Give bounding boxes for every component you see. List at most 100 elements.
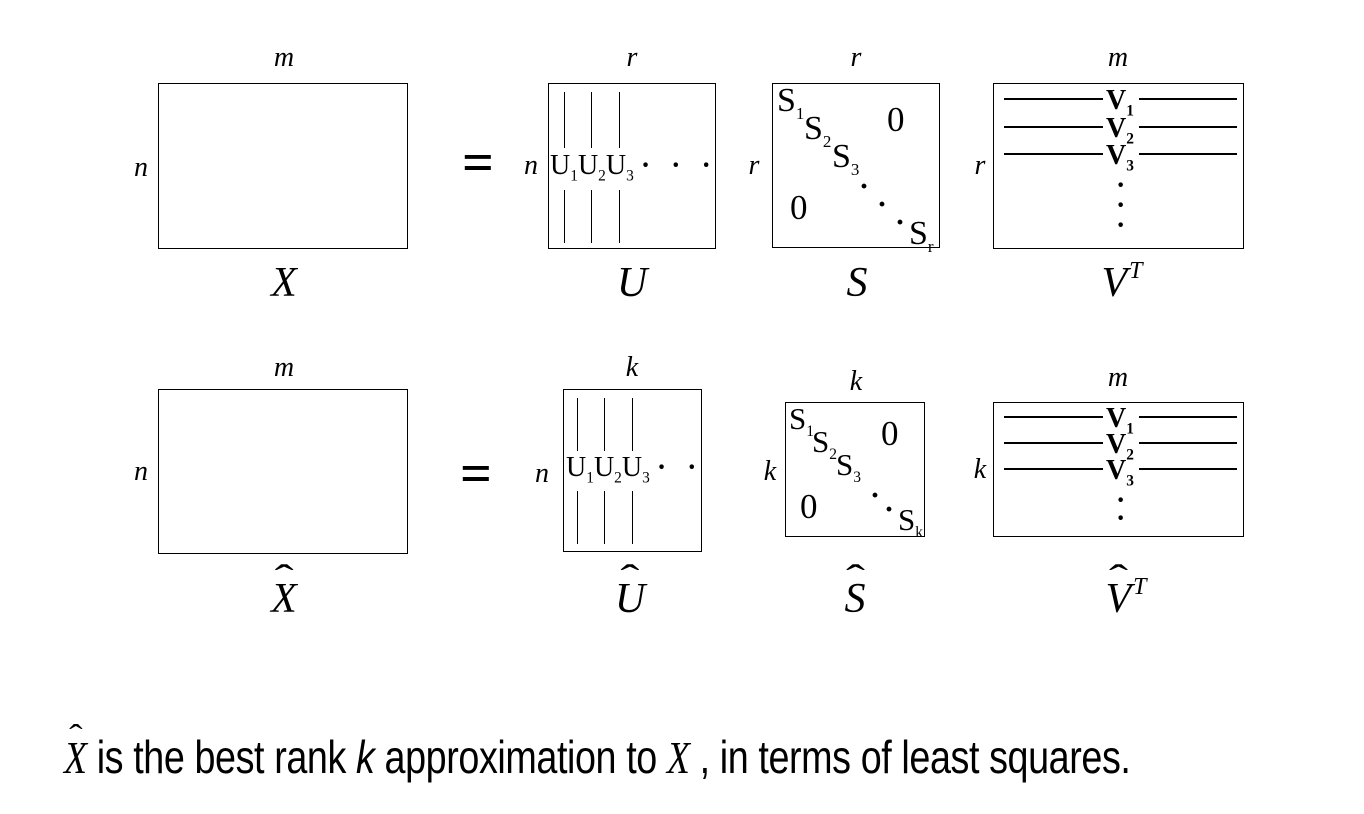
matrix-shat-box: S1 S2 S3 · · Sk 0 0	[785, 401, 925, 540]
hat-accent: ˆ	[845, 557, 865, 601]
v-row-line	[1139, 416, 1237, 418]
dim-r-over-u: r	[626, 42, 638, 73]
matrix-x-box	[158, 83, 408, 249]
u-ellipsis-dots: · ·	[656, 452, 704, 483]
dim-r-left-s: r	[748, 150, 760, 181]
v-row-line	[1139, 442, 1237, 444]
dim-n-left-xhat: n	[134, 456, 148, 487]
u-column-line	[577, 491, 578, 544]
s1-entry: S1	[777, 82, 805, 123]
caption-x: X	[666, 732, 690, 783]
dim-m-over-x: m	[273, 42, 295, 73]
equals-sign-row2: =	[460, 443, 492, 505]
s-diagonal-dot: ·	[870, 479, 881, 512]
v-row-line	[1004, 126, 1103, 128]
zero-top-right: 0	[881, 414, 899, 453]
caption-text-1: is the best rank	[86, 731, 357, 783]
equals-sign-row1: =	[462, 132, 494, 194]
dim-m-over-xhat: m	[273, 352, 295, 383]
u-ellipsis-dots: · · ·	[640, 150, 718, 181]
dim-n-left-x: n	[134, 152, 148, 183]
v1-entry: V1	[1106, 403, 1134, 438]
s1-entry: S1	[789, 401, 814, 441]
matrix-vhat-box: V1 V2 V3 · ·	[993, 402, 1244, 537]
u-column-line	[632, 491, 633, 544]
s2-entry: S2	[804, 110, 832, 151]
s3-entry: S3	[832, 138, 860, 179]
v-row-line	[1004, 153, 1103, 155]
v-row-line	[1004, 416, 1103, 418]
matrix-xhat-box	[158, 389, 408, 554]
hat-accent: ˆ	[620, 557, 640, 601]
dim-n-left-uhat: n	[535, 458, 549, 489]
hat-accent: ˆ	[274, 557, 294, 601]
u-column-line	[632, 398, 633, 451]
dim-k-over-shat: k	[849, 366, 863, 397]
u-column-line	[604, 398, 605, 451]
dim-m-over-vt: m	[1107, 42, 1129, 73]
v2-entry: V2	[1106, 113, 1134, 148]
u-column-line	[591, 190, 592, 243]
zero-bottom-left: 0	[800, 487, 818, 526]
matrix-vt-box: V1 V2 V3 · · ·	[993, 83, 1244, 249]
u-column-line	[564, 190, 565, 243]
u-columns-text: U1U2U3· ·	[566, 452, 704, 487]
v-row-line	[1004, 442, 1103, 444]
dim-k-left-vhat: k	[973, 454, 987, 485]
v-vertical-dot: ·	[1116, 485, 1126, 516]
matrix-s-box: S1 S2 S3 · · · Sr 0 0	[772, 82, 940, 255]
v-vertical-dot: ·	[1116, 210, 1126, 241]
sr-entry: Sr	[909, 215, 934, 256]
u-column-line	[564, 92, 565, 148]
s-diagonal-dot: ·	[884, 493, 895, 526]
zero-top-right: 0	[887, 100, 905, 139]
dim-k-over-uhat: k	[625, 352, 639, 383]
u-column-line	[591, 92, 592, 148]
matrix-u-box: U1U2U3· · ·	[548, 83, 716, 249]
dim-m-over-vhat: m	[1107, 362, 1129, 393]
zero-bottom-left: 0	[790, 188, 808, 227]
v-row-line	[1139, 153, 1237, 155]
matrix-u-label: U	[616, 260, 648, 306]
dim-k-left-shat: k	[763, 456, 777, 487]
sk-entry: Sk	[898, 502, 923, 542]
u-column-line	[604, 491, 605, 544]
v2-entry: V2	[1106, 429, 1134, 464]
s3-entry: S3	[836, 447, 861, 487]
u-column-line	[619, 92, 620, 148]
v-vertical-dot: ·	[1116, 503, 1126, 534]
v-row-line	[1004, 468, 1103, 470]
caption-k: k	[356, 731, 375, 783]
v-vertical-dot: ·	[1116, 170, 1126, 201]
s2-entry: S2	[812, 424, 837, 464]
s-diagonal-dot: ·	[877, 188, 888, 221]
v-row-line	[1139, 468, 1237, 470]
v1-entry: V1	[1106, 85, 1134, 120]
matrix-x-label: X	[271, 260, 297, 306]
matrix-vt-label: VT	[1101, 258, 1143, 306]
u-column-line	[619, 190, 620, 243]
v-vertical-dot: ·	[1116, 190, 1126, 221]
v3-entry: V3	[1106, 140, 1134, 175]
s-diagonal-dot: ·	[859, 170, 870, 203]
u-columns-text: U1U2U3· · ·	[550, 150, 718, 185]
v-row-line	[1139, 126, 1237, 128]
caption-text-3: , in terms of least squares.	[689, 731, 1131, 783]
hat-accent: ˆ	[1108, 557, 1128, 601]
v3-entry: V3	[1106, 455, 1134, 490]
dim-r-left-vt: r	[974, 150, 986, 181]
transpose-superscript: T	[1129, 258, 1143, 284]
u-column-line	[577, 398, 578, 451]
matrix-s-label: S	[846, 260, 868, 306]
s-diagonal-dot: ·	[895, 206, 906, 239]
dim-r-over-s: r	[850, 42, 862, 73]
dim-n-left-u: n	[524, 150, 538, 181]
matrix-uhat-box: U1U2U3· ·	[563, 389, 702, 552]
v-row-line	[1139, 98, 1237, 100]
